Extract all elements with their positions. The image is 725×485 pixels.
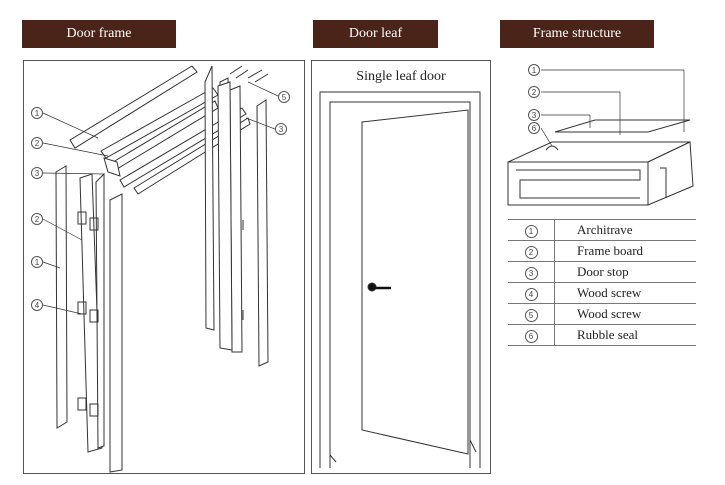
legend-number: 2 xyxy=(508,240,555,262)
callout-5-right: 5 xyxy=(278,91,290,103)
svg-text:1: 1 xyxy=(35,258,40,267)
svg-text:3: 3 xyxy=(35,169,40,178)
legend-number-badge: 6 xyxy=(524,330,538,343)
legend-label: Wood screw xyxy=(554,282,696,304)
legend-number-badge: 5 xyxy=(524,309,538,322)
legend-row: 4 Wood screw xyxy=(508,282,696,304)
legend-row: 6 Rubble seal xyxy=(508,324,696,346)
structure-callout-2: 2 xyxy=(528,86,540,98)
legend-label: Frame board xyxy=(554,240,696,262)
legend-number: 3 xyxy=(508,261,555,283)
svg-text:5: 5 xyxy=(282,93,287,102)
callout-1-top: 1 xyxy=(31,107,43,119)
callout-3-right: 3 xyxy=(275,123,287,135)
structure-callout-3: 3 xyxy=(528,109,540,121)
legend-label: Architrave xyxy=(554,219,696,241)
svg-text:1: 1 xyxy=(35,109,40,118)
legend-number-badge: 3 xyxy=(524,267,538,280)
legend-number-badge: 4 xyxy=(524,288,538,301)
legend-row: 2 Frame board xyxy=(508,240,696,262)
callout-1-left: 1 xyxy=(31,256,43,268)
legend-number: 5 xyxy=(508,303,555,325)
door-handle-icon xyxy=(367,282,391,292)
legend-number: 6 xyxy=(508,324,555,346)
svg-text:3: 3 xyxy=(279,125,284,134)
legend-label: Rubble seal xyxy=(554,324,696,346)
svg-text:4: 4 xyxy=(35,301,40,310)
svg-text:2: 2 xyxy=(35,215,40,224)
legend-label: Door stop xyxy=(554,261,696,283)
svg-text:2: 2 xyxy=(532,88,537,97)
frame-structure-header: Frame structure xyxy=(500,20,654,48)
exploded-door-frame-drawing xyxy=(42,65,279,473)
legend-number: 1 xyxy=(508,219,555,241)
structure-callouts: 1 2 3 6 xyxy=(528,64,540,134)
svg-text:1: 1 xyxy=(532,66,537,75)
door-frame-header: Door frame xyxy=(22,20,176,48)
callout-4-left: 4 xyxy=(31,299,43,311)
single-leaf-door-title: Single leaf door xyxy=(356,69,446,84)
legend-row: 5 Wood screw xyxy=(508,303,696,325)
frame-structure-drawing xyxy=(507,69,694,206)
single-leaf-door-drawing xyxy=(319,91,481,468)
legend-number-badge: 1 xyxy=(524,225,538,238)
structure-callout-6: 6 xyxy=(528,122,540,134)
legend-row: 1 Architrave xyxy=(508,219,696,241)
svg-text:3: 3 xyxy=(532,111,537,120)
callout-3-left: 3 xyxy=(31,167,43,179)
frame-callouts: 1 2 3 2 1 4 5 3 xyxy=(31,91,290,311)
legend-number-badge: 2 xyxy=(524,246,538,259)
legend-row: 3 Door stop xyxy=(508,261,696,283)
callout-2-top: 2 xyxy=(31,137,43,149)
structure-callout-1: 1 xyxy=(528,64,540,76)
callout-2-left: 2 xyxy=(31,213,43,225)
door-leaf-header: Door leaf xyxy=(313,20,438,48)
svg-text:6: 6 xyxy=(532,124,537,133)
legend-number: 4 xyxy=(508,282,555,304)
svg-text:2: 2 xyxy=(35,139,40,148)
legend-label: Wood screw xyxy=(554,303,696,325)
